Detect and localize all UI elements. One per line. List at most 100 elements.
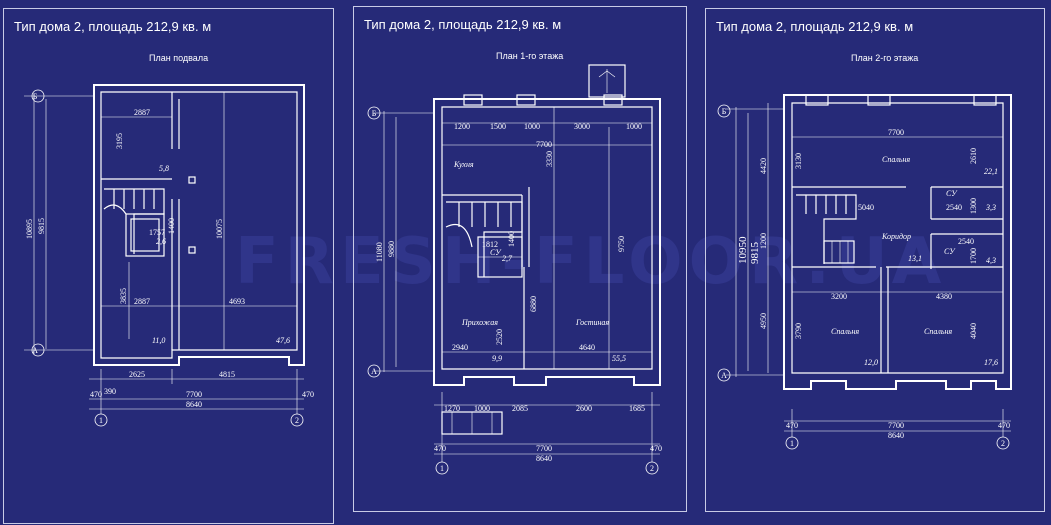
dim-label: 1200: [454, 122, 470, 131]
dim-label: 7700: [536, 140, 552, 149]
dim-label: 1000: [524, 122, 540, 131]
dim-label: Кухня: [453, 160, 474, 169]
plan-panel-second-floor: Тип дома 2, площадь 212,9 кв. м План 2-г…: [705, 8, 1045, 512]
dim-label: 470: [90, 390, 102, 399]
dim-label: 2520: [495, 329, 504, 345]
axis-number-1: 1: [440, 464, 444, 473]
dim-label: 6880: [529, 296, 538, 312]
dim-label: 2540: [946, 203, 962, 212]
axis-letter-a: А: [32, 346, 38, 355]
dim-label: 2540: [958, 237, 974, 246]
dim-label: 8640: [888, 431, 904, 440]
panel-title: Тип дома 2, площадь 212,9 кв. м: [716, 19, 914, 34]
dim-label: 470: [650, 444, 662, 453]
dim-label: 4040: [969, 323, 978, 339]
dim-label: 470: [786, 421, 798, 430]
dim-label: 5040: [858, 203, 874, 212]
dim-label: 9815: [37, 218, 46, 234]
dim-label: 47,6: [276, 336, 290, 345]
dim-label: 2887: [134, 297, 150, 306]
dim-label: 5,8: [159, 164, 169, 173]
dim-label: 3130: [794, 153, 803, 169]
dim-label: 1000: [474, 404, 490, 413]
dim-label: 2887: [134, 108, 150, 117]
dim-label: 1700: [969, 248, 978, 264]
dim-label: 8640: [186, 400, 202, 409]
dim-label: 4,3: [986, 256, 996, 265]
dim-label: 2940: [452, 343, 468, 352]
dim-label: 11,0: [152, 336, 165, 345]
dim-label: 11080: [375, 242, 384, 262]
axis-letter-a: А: [371, 367, 377, 376]
dim-label: 3200: [831, 292, 847, 301]
dim-label: 3000: [574, 122, 590, 131]
dim-label: СУ: [944, 247, 956, 256]
dim-label: 3330: [545, 151, 554, 167]
dim-label: Гостиная: [575, 318, 609, 327]
dim-label: 7700: [186, 390, 202, 399]
dim-label: 4640: [579, 343, 595, 352]
dim-label: СУ: [490, 248, 502, 257]
dim-label: 7700: [888, 421, 904, 430]
dim-label: 7700: [888, 128, 904, 137]
dim-label: 3195: [115, 133, 124, 149]
dim-label: 9,9: [492, 354, 502, 363]
axis-number-2: 2: [295, 416, 299, 425]
dim-label: 3,3: [985, 203, 996, 212]
dim-label: 4420: [759, 158, 768, 174]
dim-label: 8640: [536, 454, 552, 463]
dim-label: 17,6: [984, 358, 998, 367]
dim-label: 10895: [25, 219, 34, 239]
dim-label: 4693: [229, 297, 245, 306]
dim-label: 470: [302, 390, 314, 399]
dim-label: 4950: [759, 313, 768, 329]
dim-label: 1300: [969, 198, 978, 214]
dim-label: СУ: [946, 189, 958, 198]
basement-floor-plan: Б А 1 2 2887 3195 5,8 2,6 1757 1400 1007…: [24, 84, 314, 427]
panel-subtitle: План 2-го этажа: [851, 53, 919, 63]
dim-label: 2600: [576, 404, 592, 413]
dim-label: 1812: [482, 240, 498, 249]
plan-panel-basement: Тип дома 2, площадь 212,9 кв. м План под…: [3, 8, 334, 524]
dim-label: 9750: [617, 236, 626, 252]
axis-letter-b: Б: [372, 109, 377, 118]
dim-label: 1200: [759, 233, 768, 249]
dim-label: 1000: [626, 122, 642, 131]
axis-number-2: 2: [1001, 439, 1005, 448]
axis-letter-b: Б: [33, 92, 38, 101]
second-floor-plan: Б А 1 2 7700 3130 Спальня 2610 22,1 СУ 5…: [717, 94, 1012, 450]
dim-label: 1685: [629, 404, 645, 413]
dim-label: 1400: [507, 231, 516, 247]
dim-label: 2,6: [156, 237, 166, 246]
dim-label: 10950: [737, 236, 749, 264]
dim-label: 13,1: [908, 254, 922, 263]
dim-label: Прихожая: [461, 318, 498, 327]
axis-letter-a: А: [721, 371, 727, 380]
first-floor-plan: Б А 1 2 1200 1500 1000 3000 1000 7700 33…: [367, 64, 662, 475]
dim-label: 2085: [512, 404, 528, 413]
axis-number-1: 1: [790, 439, 794, 448]
panel-title: Тип дома 2, площадь 212,9 кв. м: [14, 19, 212, 34]
dim-label: 2,7: [502, 254, 513, 263]
axis-number-1: 1: [99, 416, 103, 425]
panel-subtitle: План 1-го этажа: [496, 51, 564, 61]
dim-label: 2610: [969, 148, 978, 164]
dim-label: 470: [434, 444, 446, 453]
dim-label: Коридор: [881, 232, 911, 241]
plan-panel-first-floor: Тип дома 2, площадь 212,9 кв. м План 1-г…: [353, 6, 687, 512]
axis-letter-b: Б: [722, 107, 727, 116]
dim-label: 390: [104, 387, 116, 396]
dim-label: 4815: [219, 370, 235, 379]
dim-label: 3835: [119, 288, 128, 304]
dim-label: 1270: [444, 404, 460, 413]
dim-label: 9880: [387, 241, 396, 257]
dim-label: 1500: [490, 122, 506, 131]
dim-label: 12,0: [864, 358, 878, 367]
dim-label: 3790: [794, 323, 803, 339]
dim-label: 9815: [749, 242, 761, 265]
dim-label: 4380: [936, 292, 952, 301]
dim-label: 1757: [149, 228, 165, 237]
dim-label: 2625: [129, 370, 145, 379]
panel-title: Тип дома 2, площадь 212,9 кв. м: [364, 17, 562, 32]
axis-number-2: 2: [650, 464, 654, 473]
